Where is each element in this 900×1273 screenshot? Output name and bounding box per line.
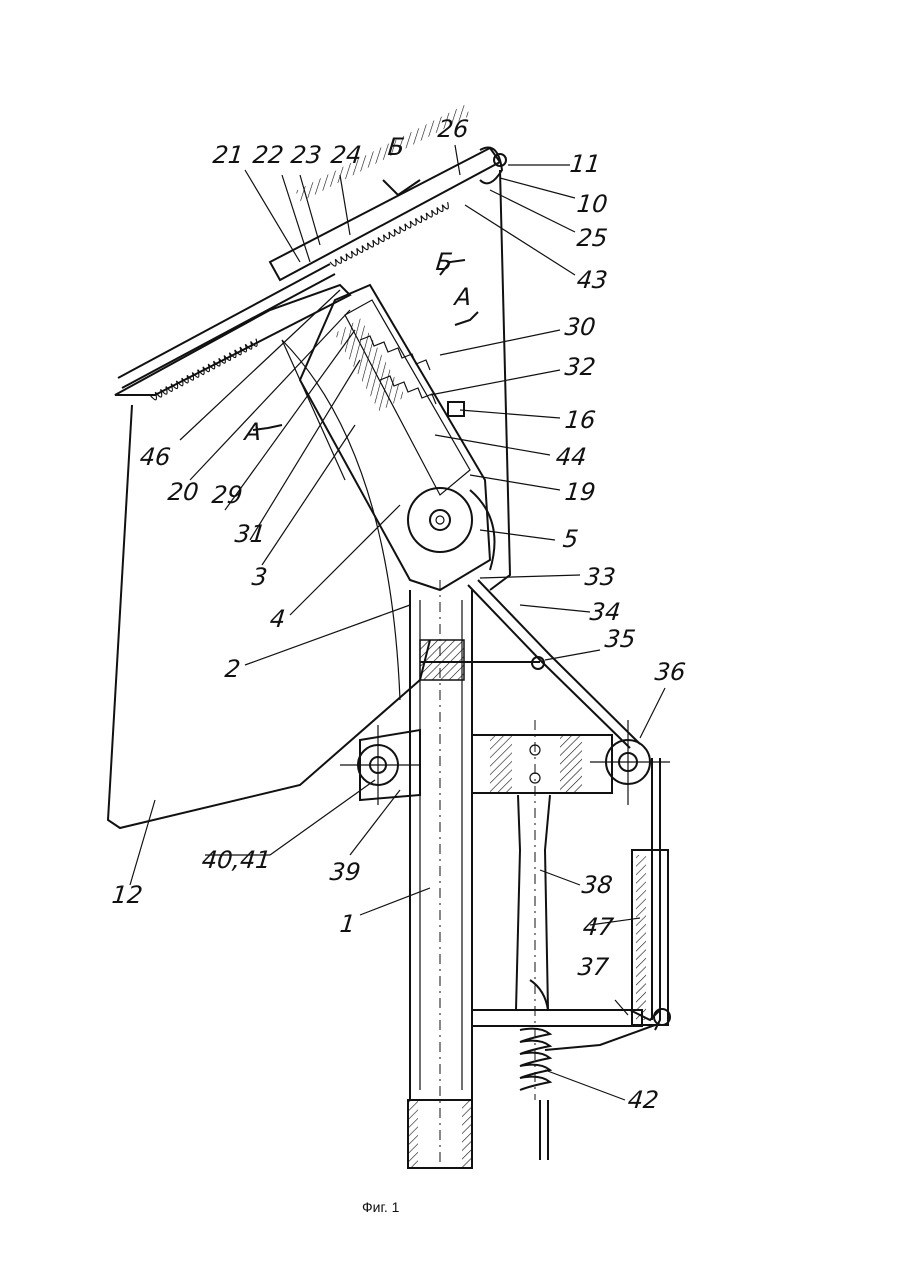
label-43: 43 (576, 268, 609, 292)
label-2: 2 (224, 657, 242, 681)
label-42: 42 (627, 1088, 660, 1112)
lever-38 (516, 795, 550, 1010)
rod-37 (472, 1010, 642, 1026)
block-16 (448, 402, 464, 416)
label-34: 34 (589, 600, 622, 624)
label-1: 1 (339, 912, 357, 936)
label-10: 10 (576, 192, 609, 216)
label-46: 46 (139, 445, 172, 469)
label-20: 20 (167, 480, 200, 504)
label-section-a-top: A (454, 285, 473, 309)
label-33: 33 (584, 565, 617, 589)
label-5: 5 (562, 527, 580, 551)
label-36: 36 (654, 660, 687, 684)
section-arrow-a1 (455, 312, 478, 325)
label-21: 21 (212, 143, 245, 167)
label-section-b-top: Б (387, 135, 406, 159)
gear-hatch (335, 319, 406, 412)
label-23: 23 (290, 143, 323, 167)
plug-hatch (420, 640, 464, 680)
spring-43 (330, 202, 450, 267)
label-39: 39 (329, 860, 362, 884)
pivot-5-inner (430, 510, 450, 530)
label-22: 22 (252, 143, 285, 167)
label-19: 19 (564, 480, 597, 504)
label-37: 37 (577, 955, 610, 979)
comb-bar (115, 285, 350, 395)
label-26: 26 (437, 117, 470, 141)
label-44: 44 (555, 445, 588, 469)
label-32: 32 (564, 355, 597, 379)
label-12: 12 (111, 883, 144, 907)
label-40-41: 40,41 (201, 848, 272, 872)
cable-vertical (655, 758, 660, 1030)
label-31: 31 (234, 522, 267, 546)
label-29: 29 (211, 483, 244, 507)
label-24: 24 (330, 143, 363, 167)
figure-caption: Фиг. 1 (362, 1199, 399, 1215)
label-25: 25 (576, 226, 609, 250)
pivot-5-outer (408, 488, 472, 552)
label-30: 30 (564, 315, 597, 339)
label-section-b-bottom: Б (435, 250, 454, 274)
housing-inner-line (282, 340, 345, 480)
label-4: 4 (269, 607, 287, 631)
label-38: 38 (581, 873, 614, 897)
label-section-a-left: A (244, 420, 263, 444)
label-47: 47 (582, 915, 615, 939)
label-16: 16 (564, 408, 597, 432)
label-11: 11 (569, 152, 602, 176)
label-35: 35 (604, 627, 637, 651)
link-37 (545, 1025, 655, 1050)
label-3: 3 (251, 565, 269, 589)
